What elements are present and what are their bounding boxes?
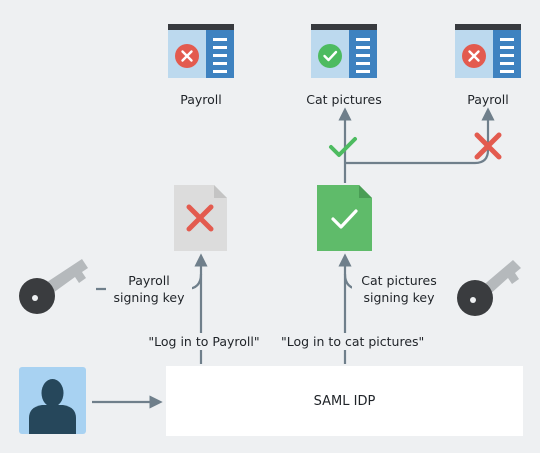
cat-signing-key-label: Cat pictures signing key: [352, 272, 446, 306]
assertion-to-payroll-arrow: [345, 107, 495, 165]
app-label-payroll-right: Payroll: [467, 92, 509, 107]
app-window-cat-pictures: [311, 24, 377, 78]
invalid-assertion-document-icon: [174, 185, 227, 251]
payroll-signing-key-label: Payroll signing key: [106, 272, 192, 306]
app-label-payroll-left: Payroll: [180, 92, 222, 107]
app-window-payroll-right: [455, 24, 521, 78]
cat-login-request-label: "Log in to cat pictures": [278, 333, 424, 350]
cat-key-icon: [457, 260, 521, 316]
status-granted-icon: [318, 44, 342, 68]
denied-cross-icon: [474, 132, 502, 160]
payroll-login-request-label: "Log in to Payroll": [145, 333, 263, 350]
granted-check-icon: [329, 137, 357, 157]
app-label-cat-pictures: Cat pictures: [306, 92, 382, 107]
app-window-payroll-left: [168, 24, 234, 78]
payroll-key-icon: [19, 259, 88, 314]
saml-idp-box: SAML IDP: [166, 366, 523, 436]
valid-assertion-document-icon: [317, 185, 372, 251]
saml-idp-label: SAML IDP: [313, 393, 376, 409]
user-avatar-icon: [19, 367, 86, 434]
